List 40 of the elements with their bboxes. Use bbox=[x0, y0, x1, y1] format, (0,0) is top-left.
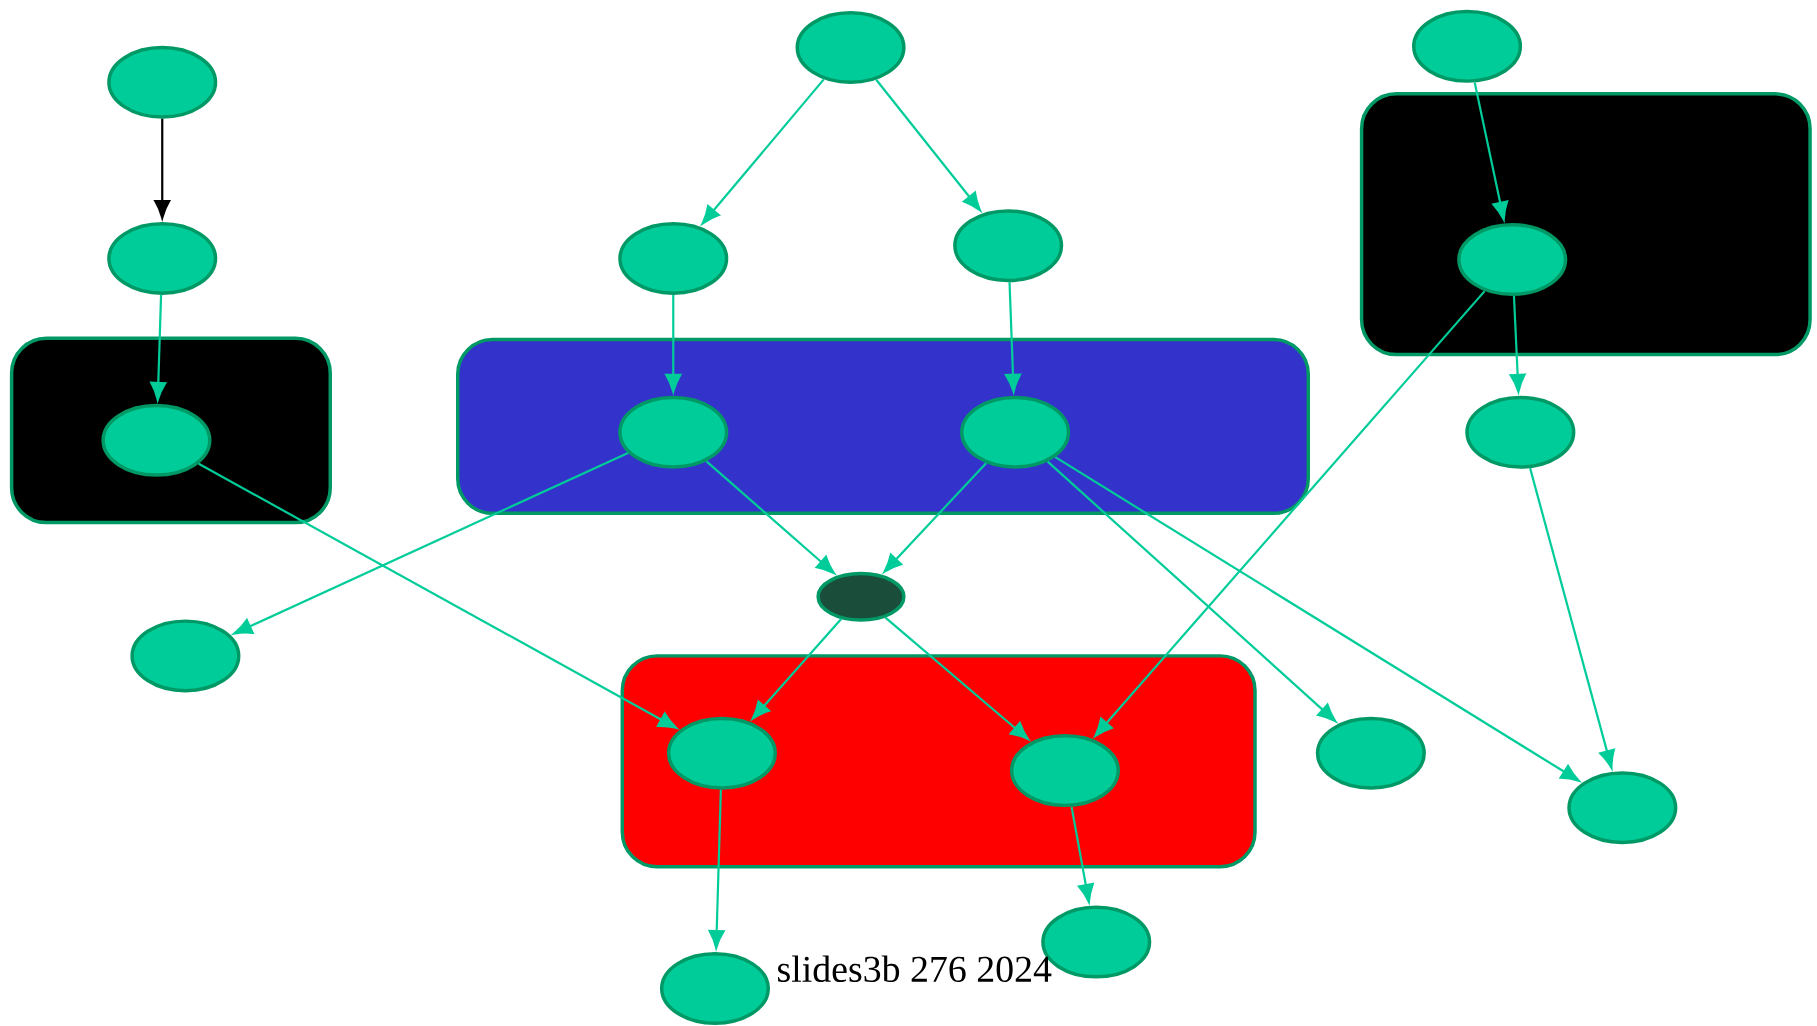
arrow bbox=[233, 452, 629, 635]
arrow bbox=[751, 618, 842, 720]
ellipse-node bbox=[618, 222, 729, 296]
ellipse-node bbox=[1009, 734, 1120, 808]
ellipse-node bbox=[659, 952, 771, 1026]
ellipse-node bbox=[1315, 716, 1426, 790]
arrow bbox=[1509, 296, 1526, 393]
ellipse-node bbox=[795, 11, 906, 85]
arrow bbox=[1054, 456, 1580, 782]
arrow bbox=[1046, 461, 1337, 723]
arrow bbox=[1070, 806, 1094, 904]
arrow bbox=[705, 460, 835, 575]
ellipse-node bbox=[1457, 223, 1568, 297]
arrow bbox=[883, 462, 987, 573]
ellipse-node bbox=[960, 396, 1071, 469]
ellipse-node bbox=[130, 619, 241, 693]
ellipse-node bbox=[1465, 395, 1576, 469]
arrow bbox=[884, 617, 1030, 741]
ellipse-node bbox=[816, 572, 906, 622]
arrow bbox=[708, 789, 725, 950]
label-text: slides3b 276 2024 bbox=[778, 955, 1052, 983]
arrow bbox=[665, 295, 682, 393]
ellipse-node bbox=[1412, 10, 1523, 84]
ellipse-node bbox=[666, 716, 777, 790]
arrow bbox=[1473, 82, 1509, 221]
ellipse-node bbox=[953, 209, 1064, 283]
ellipse-node bbox=[1567, 771, 1678, 845]
arrow bbox=[875, 79, 981, 212]
arrow bbox=[701, 78, 825, 225]
cluster-box bbox=[1359, 92, 1812, 357]
ellipse-node bbox=[618, 396, 729, 469]
ellipse-node bbox=[107, 222, 218, 296]
ellipse-node bbox=[107, 46, 218, 119]
cluster-box bbox=[456, 338, 1311, 516]
arrow bbox=[198, 463, 678, 730]
arrow bbox=[1529, 468, 1615, 770]
arrow bbox=[154, 119, 171, 220]
arrow bbox=[1094, 290, 1486, 738]
arrow bbox=[1004, 282, 1022, 393]
ellipse-node bbox=[101, 404, 212, 478]
